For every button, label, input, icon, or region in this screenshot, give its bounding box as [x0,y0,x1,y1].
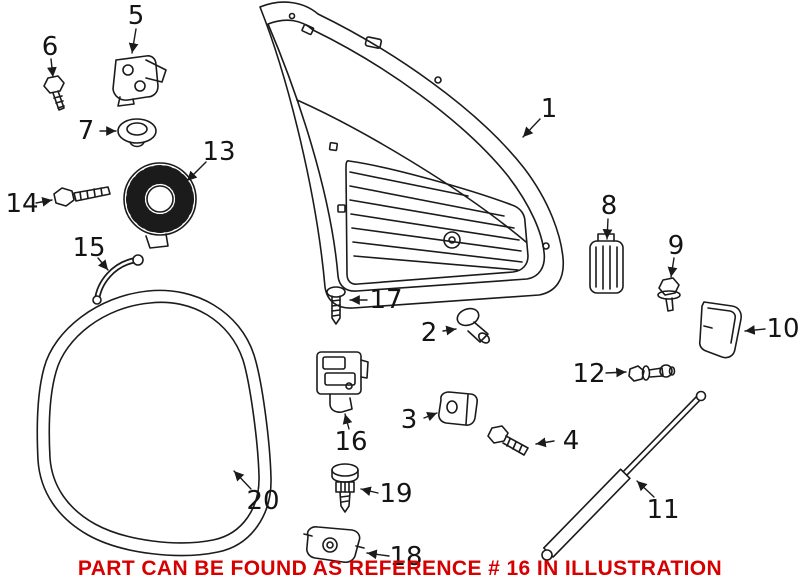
gas-strut-drawing [541,390,707,561]
part-label-2: 2 [420,318,438,348]
screw-17-drawing [326,286,346,325]
cover-drawing [698,301,742,359]
part-label-3: 3 [400,405,418,435]
part-label-15: 15 [72,233,106,263]
part-label-9: 9 [667,231,685,261]
connector-drawing [589,233,624,294]
bolt-6-drawing [43,75,65,111]
hinge-drawing [112,55,167,107]
ball-stud-drawing [628,364,676,382]
part-label-5: 5 [127,1,145,31]
screw-9-drawing [657,277,681,312]
part-label-11: 11 [646,495,680,525]
latch-18-drawing [303,526,365,564]
banner-text: PART CAN BE FOUND AS REFERENCE # 16 IN I… [77,557,723,580]
grommet-drawing [117,118,157,148]
screw-19-drawing [331,463,359,513]
part-label-4: 4 [562,426,580,456]
liftgate-drawing [259,1,565,309]
part-label-17: 17 [369,285,403,315]
part-label-20: 20 [246,486,280,516]
part-label-12: 12 [572,359,606,389]
part-label-16: 16 [334,427,368,457]
part-label-1: 1 [540,94,558,124]
block-3-drawing [438,391,478,426]
part-label-14: 14 [5,189,39,219]
part-label-6: 6 [41,32,59,62]
part-label-10: 10 [766,314,800,344]
part-label-19: 19 [379,479,413,509]
speaker-drawing [123,162,197,249]
part-label-8: 8 [600,191,618,221]
part-label-7: 7 [77,116,95,146]
latch-16-drawing [316,351,369,413]
rod-drawing [92,254,144,305]
clip-2-drawing [456,307,491,344]
part-label-18: 18 [389,542,423,572]
part-label-13: 13 [202,137,236,167]
leader-arrows [35,28,766,560]
bolt-4-drawing [487,425,529,456]
seal-drawing [36,289,272,557]
bolt-14-drawing [53,186,111,207]
